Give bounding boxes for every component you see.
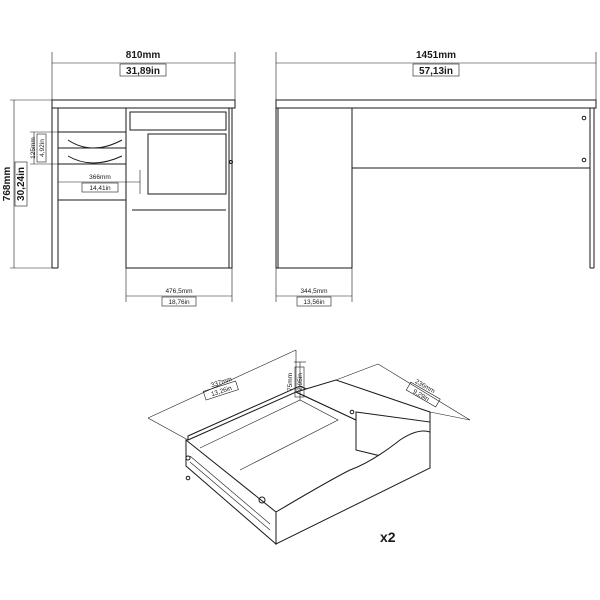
drawer-width-mm: 366mm: [89, 174, 111, 181]
side-width-in: 57,13in: [419, 66, 453, 77]
cabinet-width-mm: 476,5mm: [165, 288, 192, 295]
front-height-mm: 768mm: [2, 167, 13, 202]
side-width-mm: 1451mm: [416, 50, 456, 61]
panel-width-in: 13,56in: [303, 299, 325, 306]
drawer-height-in: 4,92in: [39, 139, 46, 157]
panel-width-mm: 344,5mm: [300, 288, 327, 295]
front-width-in: 31,89in: [126, 66, 160, 77]
front-width-mm: 810mm: [126, 50, 161, 61]
drawer-height-mm: 125mm: [30, 137, 37, 159]
drawer-detail: 337mm 13,26in 75mm 2,95in 236mm 9,29in x…: [147, 349, 471, 546]
front-height-in: 30,24in: [16, 167, 27, 201]
side-view: 1451mm 57,13in 344,5mm 13,56in: [275, 50, 597, 307]
cabinet-width-in: 18,76in: [168, 299, 190, 306]
front-view: 810mm 31,89in 768mm 30,24in 125: [2, 50, 236, 307]
drawer-quantity: x2: [380, 529, 396, 545]
drawer-detail-height-in: 2,95in: [297, 373, 304, 391]
drawer-detail-height-mm: 75mm: [287, 373, 294, 391]
drawer-width-in: 14,41in: [89, 185, 111, 192]
